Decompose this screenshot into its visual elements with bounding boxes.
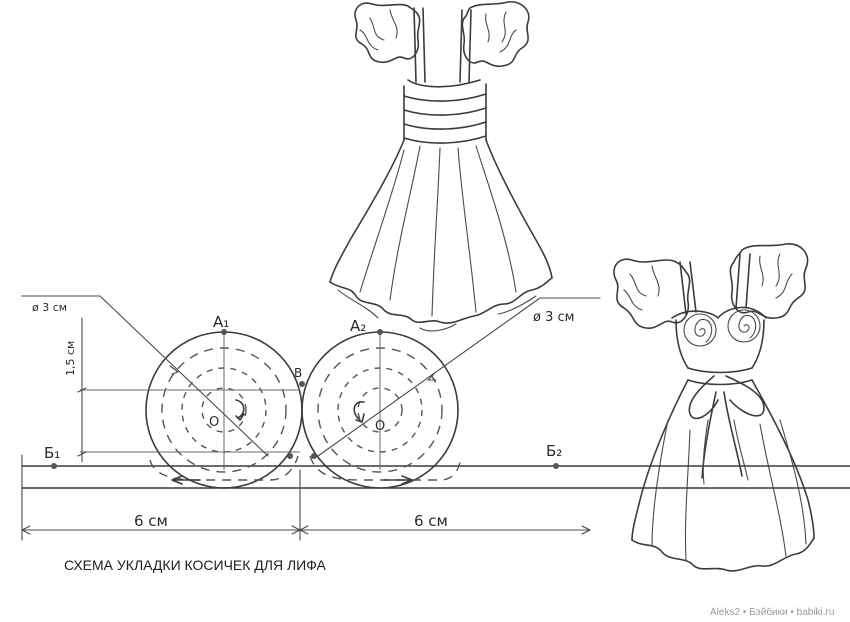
arrow-right [383, 475, 413, 485]
diameter-leader-right [317, 297, 601, 457]
label-b1: Б₁ [44, 444, 60, 462]
label-b: B [294, 366, 302, 380]
dress-sketch-front [329, 0, 553, 332]
braid-layout-scheme: A₁ A₂ B Б₁ Б₂ O O ø 3 см ø 3 см 1,5 см 6… [21, 295, 850, 541]
label-diameter-left: ø 3 см [32, 301, 67, 314]
label-diameter-right: ø 3 см [533, 310, 574, 325]
spiral-arrow-left [235, 399, 245, 419]
point-b1 [51, 463, 57, 469]
spiral-arrow-right [353, 401, 365, 421]
label-height: 1,5 см [64, 341, 77, 376]
watermark: Aleks2 • Бэйбики • babiki.ru [710, 606, 834, 618]
point-a2 [377, 329, 383, 335]
label-b2: Б₂ [546, 442, 562, 460]
label-a2: A₂ [350, 317, 366, 335]
point-a1 [221, 329, 227, 335]
label-a1: A₁ [213, 313, 229, 331]
scheme-caption: СХЕМА УКЛАДКИ КОСИЧЕК ДЛЯ ЛИФА [64, 557, 327, 573]
point-b [299, 381, 305, 387]
diameter-leader-left [21, 295, 269, 457]
arrow-left [171, 475, 201, 485]
label-width-right: 6 см [414, 512, 448, 530]
dress-sketch-with-bow [613, 243, 815, 572]
label-center-left: O [209, 415, 219, 430]
label-width-left: 6 см [134, 512, 168, 530]
point-b2 [553, 463, 559, 469]
label-center-right: O [375, 419, 385, 434]
